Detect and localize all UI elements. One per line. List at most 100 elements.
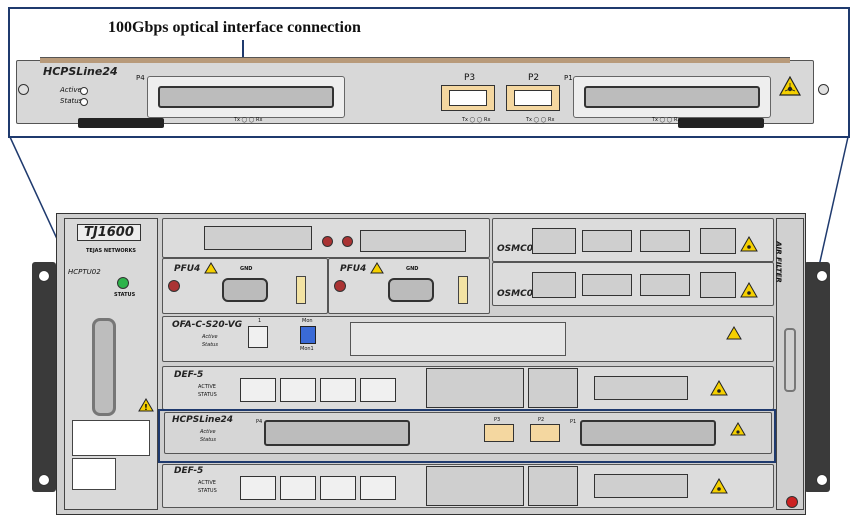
hcps-status: Status: [200, 437, 216, 443]
def-bottom-rj-3[interactable]: [594, 474, 688, 498]
laser-warning-icon: [779, 76, 801, 96]
ofa-blank-panel: [350, 322, 566, 356]
screw-left-icon: [18, 84, 29, 95]
hcps-p2-sfp[interactable]: [530, 424, 560, 442]
def-top-sfp-1[interactable]: [240, 378, 276, 402]
osmc-bottom-ports-2[interactable]: [582, 274, 632, 296]
pfu-right-label: PFU4: [340, 264, 367, 274]
port-p3-inner: [449, 90, 487, 106]
rack-ear-right-hole-bottom: [816, 474, 828, 486]
def-top-sfp-3[interactable]: [320, 378, 356, 402]
pfu-left-connector[interactable]: [222, 278, 268, 302]
pfu-left-latch[interactable]: [296, 276, 306, 304]
hcps-label: HCPSLine24: [172, 415, 234, 425]
svg-text:!: !: [144, 403, 148, 412]
port-p1-txrx: Tx ◯ ◯ Rx: [652, 117, 681, 123]
osmc-top-ports-1[interactable]: [532, 228, 576, 254]
cu-card-name: HCPTU02: [68, 268, 101, 276]
pfu-left-red-knob: [168, 280, 180, 292]
osmc-bottom-label: OSMC05: [497, 289, 540, 299]
ofa-port-mon[interactable]: [300, 326, 316, 344]
pfu-right-warning-icon: [370, 262, 384, 274]
rack-ear-right-hole-top: [816, 270, 828, 282]
eth-port-group-1[interactable]: [204, 226, 312, 250]
ofa-mon-label: Mon: [302, 318, 313, 324]
def-bottom-sfp-4[interactable]: [360, 476, 396, 500]
callout-title: 100Gbps optical interface connection: [108, 19, 361, 36]
port-p4-inner: [158, 86, 334, 108]
hcps-p4: P4: [256, 419, 263, 425]
air-filter-label: AIR FILTER: [774, 241, 783, 283]
def-bottom-rj-2[interactable]: [528, 466, 578, 506]
def-top-sfp-2[interactable]: [280, 378, 316, 402]
def-top-rj-1[interactable]: [426, 368, 524, 408]
callout-frame: [8, 7, 850, 138]
air-filter-red-button[interactable]: [786, 496, 798, 508]
def-top-active: ACTIVE: [198, 384, 216, 390]
chassis-warning-icon: !: [138, 398, 154, 412]
osmc-bottom-ports-1[interactable]: [532, 272, 576, 298]
diagram-label: [72, 458, 116, 490]
osmc-bottom-ports-4[interactable]: [700, 272, 736, 298]
card-top-rail: [40, 57, 790, 63]
chassis-model: TJ1600: [77, 224, 141, 241]
def-bottom-sfp-1[interactable]: [240, 476, 276, 500]
hcps-p3-sfp[interactable]: [484, 424, 514, 442]
ejector-right: [678, 118, 764, 128]
osmc-bottom-warning-icon: [740, 282, 758, 298]
pfu-right-red-knob: [334, 280, 346, 292]
def-bottom-sfp-2[interactable]: [280, 476, 316, 500]
osmc-top-ports-3[interactable]: [640, 230, 690, 252]
status-led-label: STATUS: [114, 292, 136, 298]
brand-logo: TEJAS NETWORKS: [86, 248, 136, 254]
rack-ear-right: [804, 262, 830, 492]
osmc-bottom-ports-3[interactable]: [640, 274, 690, 296]
def-top-rj-3[interactable]: [594, 376, 688, 400]
led-active-label: Active: [60, 86, 82, 94]
rack-ear-left-hole-bottom: [38, 474, 50, 486]
instruction-label: [72, 420, 150, 456]
hcps-p1-connector[interactable]: [580, 420, 716, 446]
def-bottom-rj-1[interactable]: [426, 466, 524, 506]
port-p2-label: P2: [528, 73, 540, 83]
chassis-handle[interactable]: [92, 318, 116, 416]
led-active-icon: [80, 87, 88, 95]
ofa-status-label: Status: [202, 342, 218, 348]
osmc-top-label: OSMC05: [497, 244, 540, 254]
hcps-p2: P2: [538, 417, 545, 423]
pfu-right-connector[interactable]: [388, 278, 434, 302]
hcps-active: Active: [200, 429, 216, 435]
hcps-p3: P3: [494, 417, 501, 423]
callout-arrow-shaft: [242, 40, 244, 70]
def-top-label: DEF-5: [174, 370, 204, 380]
air-filter-panel: [776, 218, 804, 510]
air-filter-handle[interactable]: [784, 328, 796, 392]
def-bottom-active: ACTIVE: [198, 480, 216, 486]
hcps-highlight-frame: [158, 409, 776, 463]
eth-card-red-knob-2: [342, 236, 353, 247]
led-status-label: Status: [60, 97, 83, 105]
led-status-icon: [80, 98, 88, 106]
eth-port-group-2[interactable]: [360, 230, 466, 252]
def-top-rj-2[interactable]: [528, 368, 578, 408]
port-p1-label: P1: [564, 74, 573, 82]
osmc-top-ports-2[interactable]: [582, 230, 632, 252]
hcps-p4-connector[interactable]: [264, 420, 410, 446]
def-bottom-warning-icon: [710, 478, 728, 494]
def-bottom-sfp-3[interactable]: [320, 476, 356, 500]
osmc-top-warning-icon: [740, 236, 758, 252]
def-bottom-status: STATUS: [198, 488, 217, 494]
pfu-right-latch[interactable]: [458, 276, 468, 304]
rack-ear-left: [32, 262, 56, 492]
pfu-left-label: PFU4: [174, 264, 201, 274]
pfu-left-gnd: GND: [240, 266, 253, 272]
def-top-warning-icon: [710, 380, 728, 396]
def-top-sfp-4[interactable]: [360, 378, 396, 402]
port-p2-txrx: Tx ◯ ◯ Rx: [526, 117, 555, 123]
ofa-port-in[interactable]: [248, 326, 268, 348]
port-p2-inner: [514, 90, 552, 106]
osmc-top-ports-4[interactable]: [700, 228, 736, 254]
screw-right-icon: [818, 84, 829, 95]
port-p4-label: P4: [136, 74, 145, 82]
status-led-icon: [117, 277, 129, 289]
